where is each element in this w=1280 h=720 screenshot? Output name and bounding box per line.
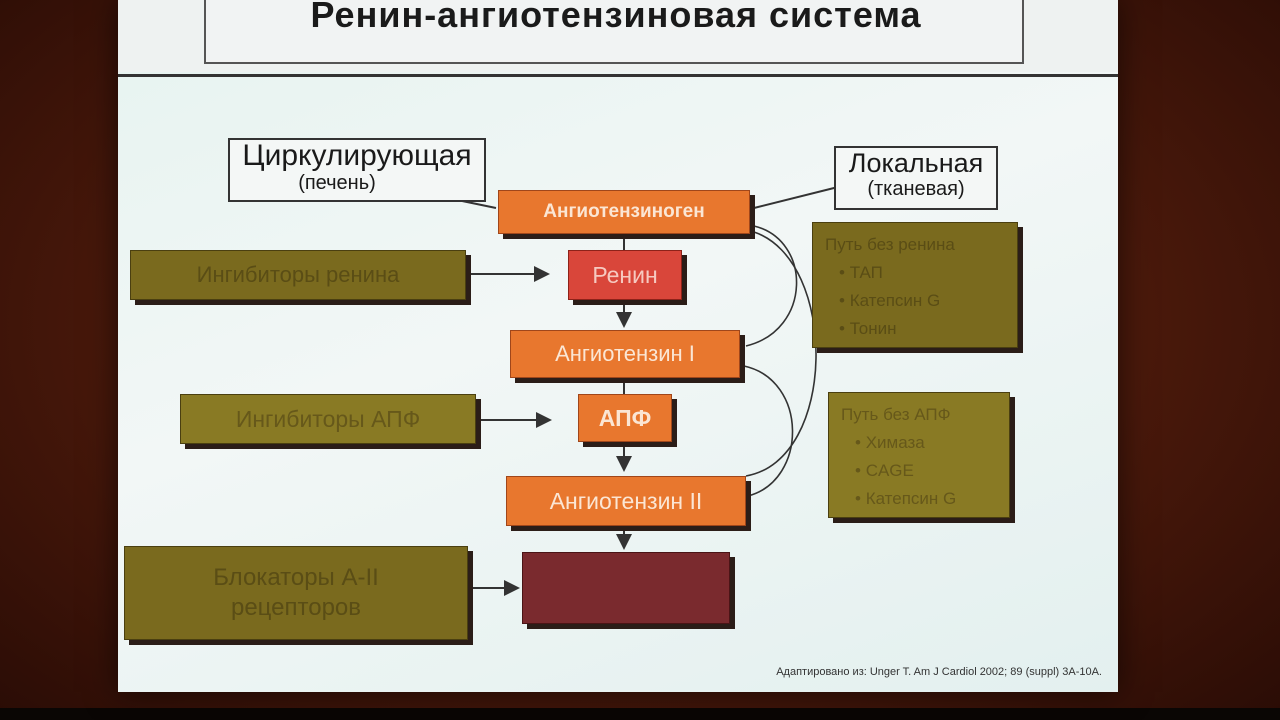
renin-inhibitors-box: Ингибиторы ренина — [130, 250, 466, 300]
ace-box: АПФ — [578, 394, 672, 442]
ace-label: АПФ — [598, 404, 652, 431]
title-frame: Ренин-ангиотензиновая система — [204, 0, 1024, 64]
slide: Ренин-ангиотензиновая система Циркулирую… — [118, 0, 1118, 692]
circulating-label: Циркулирующая — [242, 139, 472, 172]
non-ace-path-list: Химаза CAGE Катепсин G — [841, 429, 997, 513]
renin-inhibitors-label: Ингибиторы ренина — [196, 262, 400, 287]
list-item: ТАП — [839, 259, 1005, 287]
non-renin-path-heading: Путь без ренина — [825, 235, 955, 254]
line-local — [753, 185, 843, 209]
curve-bypass-2 — [745, 231, 817, 477]
non-renin-path-box: Путь без ренина ТАП Катепсин G Тонин — [812, 222, 1018, 348]
renin-box: Ренин — [568, 250, 682, 300]
slide-title: Ренин-ангиотензиновая система — [310, 0, 922, 35]
ace-inhibitors-box: Ингибиторы АПФ — [180, 394, 476, 444]
list-item: CAGE — [855, 457, 997, 485]
angiotensin2-label: Ангиотензин II — [549, 487, 703, 514]
curve-bypass-3 — [743, 365, 794, 497]
local-box: Локальная (тканевая) — [834, 146, 998, 210]
screen-bottom-edge — [0, 708, 1280, 720]
effect-box — [522, 552, 730, 624]
list-item: Катепсин G — [855, 485, 997, 513]
local-label: Локальная — [848, 148, 984, 178]
circulating-box: Циркулирующая (печень) — [228, 138, 486, 202]
citation: Адаптировано из: Unger T. Am J Cardiol 2… — [776, 666, 1102, 678]
angiotensin2-box: Ангиотензин II — [506, 476, 746, 526]
circulating-sublabel: (печень) — [298, 172, 376, 194]
list-item: Тонин — [839, 315, 1005, 343]
receptor-blockers-line1: Блокаторы А-II — [213, 564, 379, 591]
angiotensin1-label: Ангиотензин I — [555, 341, 695, 366]
non-ace-path-box: Путь без АПФ Химаза CAGE Катепсин G — [828, 392, 1010, 518]
list-item: Химаза — [855, 429, 997, 457]
ace-inhibitors-label: Ингибиторы АПФ — [235, 405, 421, 432]
local-sublabel: (тканевая) — [867, 178, 965, 200]
non-renin-path-list: ТАП Катепсин G Тонин — [825, 259, 1005, 343]
angiotensinogen-box: Ангиотензиноген — [498, 190, 750, 234]
title-band: Ренин-ангиотензиновая система — [118, 0, 1118, 72]
receptor-blockers-line2: рецепторов — [230, 594, 362, 621]
receptor-blockers-box: Блокаторы А-II рецепторов — [124, 546, 468, 640]
title-divider — [118, 74, 1118, 77]
angiotensinogen-label: Ангиотензиноген — [543, 201, 705, 222]
renin-label: Ренин — [592, 261, 658, 288]
angiotensin1-box: Ангиотензин I — [510, 330, 740, 378]
curve-bypass-1 — [745, 225, 798, 347]
list-item: Катепсин G — [839, 287, 1005, 315]
non-ace-path-heading: Путь без АПФ — [841, 405, 951, 424]
